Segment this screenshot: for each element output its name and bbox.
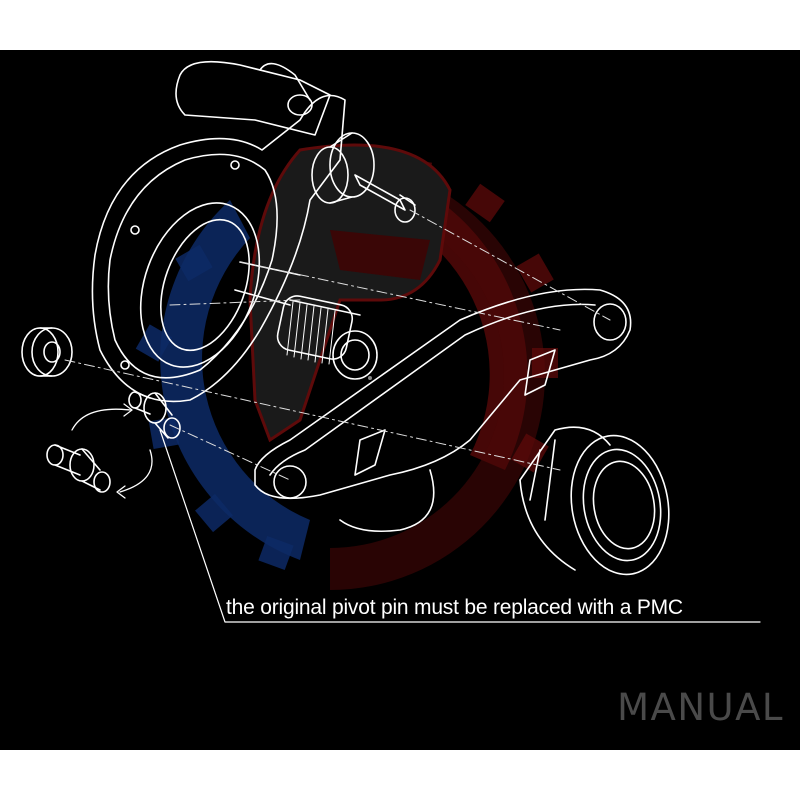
input-shaft <box>234 261 378 380</box>
center-lines <box>64 209 611 481</box>
curved-double-arrow-icon <box>71 403 153 499</box>
spline-stamp <box>368 376 372 380</box>
release-fork-arm <box>254 288 632 533</box>
release-bearing <box>519 426 670 576</box>
background-gear-logo <box>135 143 558 590</box>
line-art <box>21 60 761 623</box>
pmc-pivot-pin <box>128 391 181 439</box>
washer <box>21 327 73 377</box>
callout-note: the original pivot pin must be replaced … <box>226 596 683 619</box>
original-pivot-pin <box>46 444 111 493</box>
brand-wordmark: MANUAL <box>617 686 784 729</box>
callout-leader-line <box>159 429 761 623</box>
clutch-housing <box>91 60 346 403</box>
upper-pin-assembly <box>311 132 416 223</box>
